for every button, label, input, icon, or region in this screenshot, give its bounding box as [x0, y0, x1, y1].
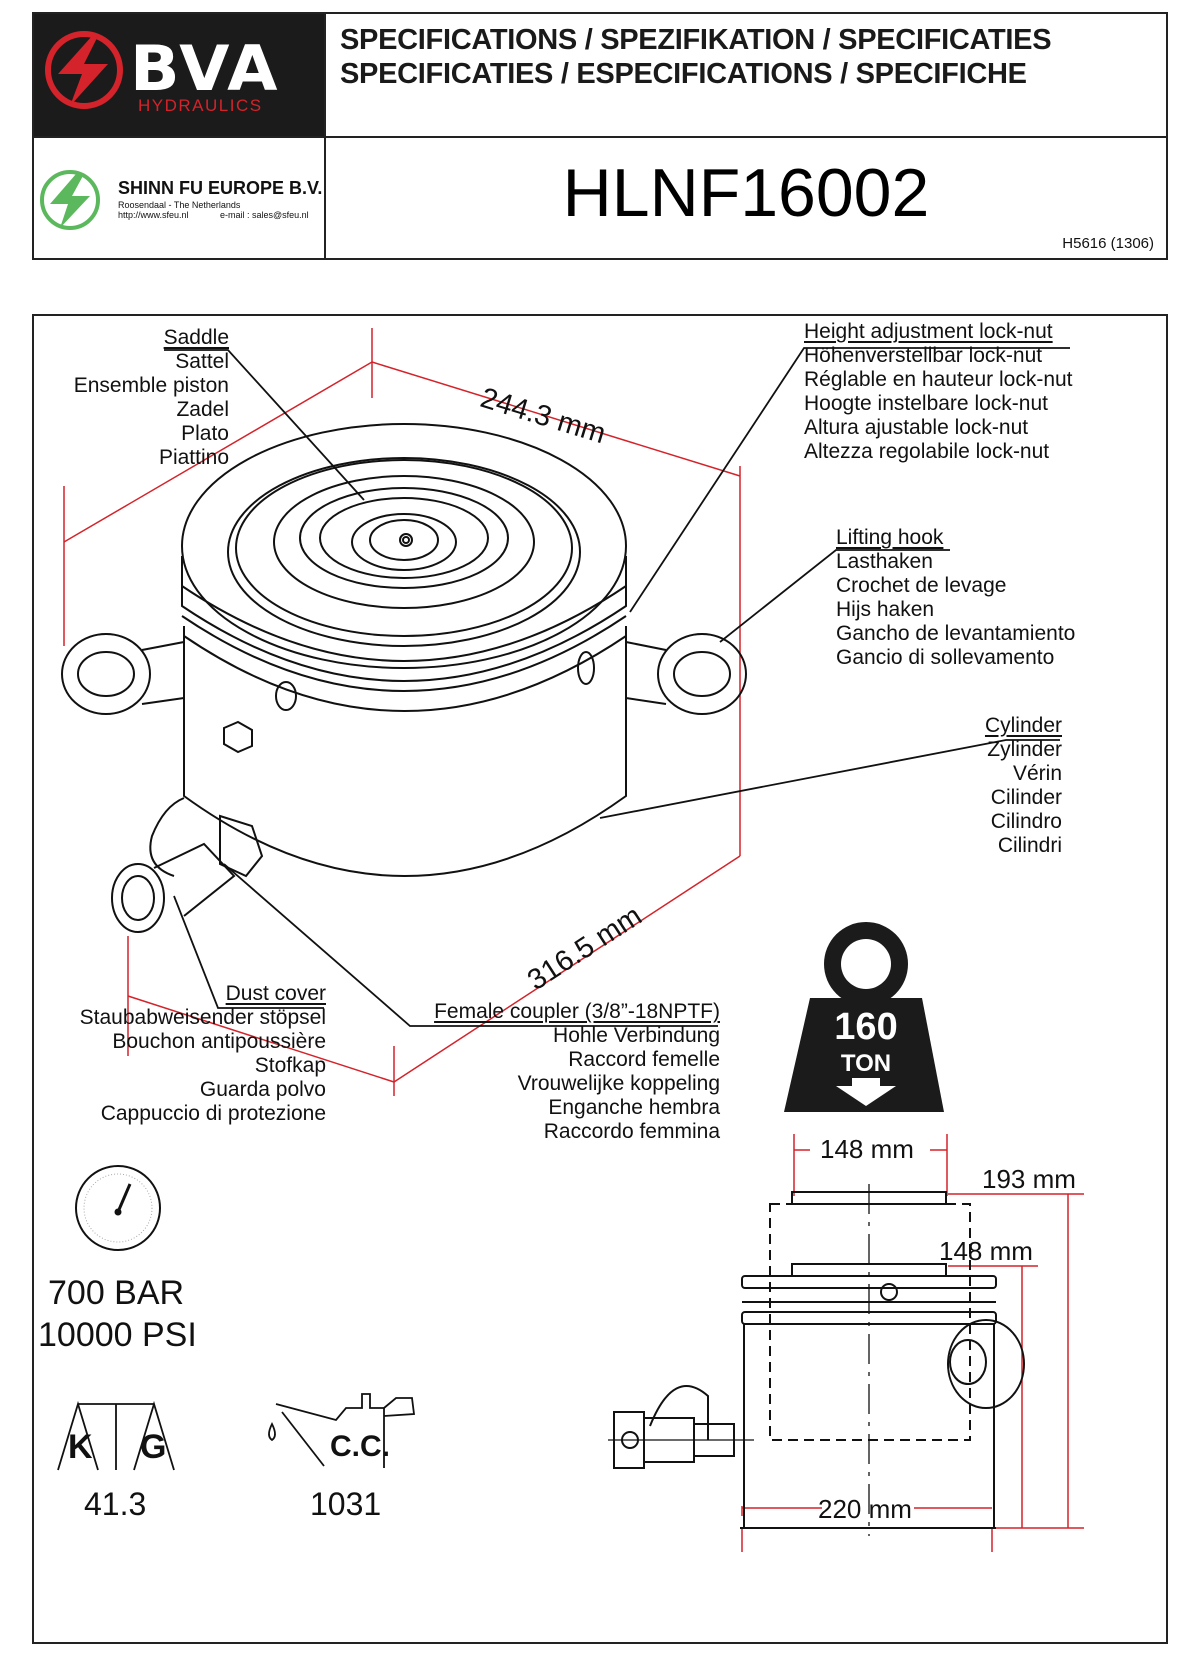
document-code: H5616 (1306)	[1062, 235, 1154, 252]
pressure-gauge-icon	[75, 1165, 161, 1251]
distributor-name: SHINN FU EUROPE B.V.	[118, 178, 323, 198]
jack-isometric-drawing	[61, 423, 747, 933]
technical-drawing	[57, 328, 1084, 1552]
bva-bolt-icon	[45, 31, 123, 109]
dimension-lines	[63, 328, 1084, 1552]
jack-side-view	[608, 1184, 1025, 1536]
bva-logo: BVA HYDRAULICS	[34, 14, 324, 136]
label-cylinder-head: Cylinder	[984, 714, 1062, 737]
label-line: Bouchon antipoussière	[112, 1030, 326, 1053]
label-line: Zylinder	[987, 738, 1062, 761]
label-line: Réglable en hauteur lock-nut	[804, 368, 1073, 391]
weight-kg-icon	[57, 1400, 175, 1471]
label-line: Lasthaken	[836, 550, 933, 573]
label-saddle: Saddle Sattel Ensemble piston Zadel Plat…	[34, 326, 229, 470]
label-line: Sattel	[175, 350, 229, 373]
label-line: Cappuccio di protezione	[100, 1102, 326, 1125]
oil-can-icon	[268, 1393, 416, 1468]
drawing-frame: 244.3 mm 316.5 mm 148 mm 193 mm 148 mm 2…	[32, 314, 1168, 1644]
brand-subtitle: HYDRAULICS	[138, 96, 263, 115]
header: BVA HYDRAULICS SPECIFICATIONS / SPEZIFIK…	[32, 12, 1168, 260]
pressure-psi: 10000 PSI	[38, 1316, 197, 1354]
distributor-location: Roosendaal - The Netherlands	[118, 200, 241, 210]
label-cylinder: Cylinder Zylinder Vérin Cilinder Cilindr…	[934, 714, 1062, 858]
oil-label: C.C.	[330, 1430, 390, 1463]
label-line: Altezza regolabile lock-nut	[804, 440, 1050, 463]
label-line: Plato	[181, 422, 229, 445]
label-lock-nut-head: Height adjustment lock-nut	[804, 320, 1053, 343]
title-cell: SPECIFICATIONS / SPEZIFIKATION / SPECIFI…	[324, 14, 1166, 138]
label-line: Vérin	[1012, 762, 1062, 785]
sfeu-bolt-icon	[40, 170, 100, 230]
label-line: Gancho de levantamiento	[836, 622, 1076, 645]
weight-letter-g: G	[140, 1428, 167, 1466]
model-number: HLNF16002	[562, 155, 930, 231]
label-line: Vrouwelijke koppeling	[517, 1072, 720, 1095]
label-line: Enganche hembra	[548, 1096, 720, 1119]
label-saddle-head: Saddle	[163, 326, 229, 349]
spec-title-line-2: SPECIFICATIES / ESPECIFICATIONS / SPECIF…	[340, 58, 1027, 90]
label-line: Hijs haken	[836, 598, 935, 621]
label-line: Cilindri	[997, 834, 1062, 857]
label-line: Gancio di sollevamento	[836, 646, 1055, 669]
label-line: Staubabweisender stöpsel	[79, 1006, 326, 1029]
pressure-bar: 700 BAR	[48, 1274, 185, 1312]
capacity-value: 160	[834, 1006, 898, 1048]
label-dust-cover: Dust cover Staubabweisender stöpsel Bouc…	[34, 982, 326, 1126]
label-line: Hoogte instelbare lock-nut	[804, 392, 1048, 415]
label-line: Raccord femelle	[568, 1048, 720, 1071]
label-coupler-head: Female coupler (3/8”-18NPTF)	[434, 1000, 720, 1023]
label-line: Cilindro	[990, 810, 1062, 833]
label-dust-cover-head: Dust cover	[225, 982, 326, 1005]
dim-closed-height: 148 mm	[939, 1236, 1033, 1266]
model-cell: HLNF16002 H5616 (1306)	[324, 136, 1166, 258]
capacity-unit: TON	[840, 1050, 892, 1077]
dim-saddle-width: 148 mm	[820, 1134, 914, 1164]
distributor-cell: SHINN FU EUROPE B.V. Roosendaal - The Ne…	[34, 136, 324, 258]
label-lock-nut: Height adjustment lock-nut Höhenverstell…	[804, 320, 1073, 464]
label-line: Stofkap	[254, 1054, 326, 1077]
capacity-weight-icon	[784, 922, 944, 1112]
weight-value: 41.3	[84, 1486, 147, 1522]
label-line: Piattino	[158, 446, 229, 469]
label-line: Hohle Verbindung	[553, 1024, 720, 1047]
label-line: Raccordo femmina	[543, 1120, 720, 1143]
label-line: Zadel	[176, 398, 229, 421]
leader-lines	[164, 347, 1070, 1027]
label-line: Ensemble piston	[73, 374, 229, 397]
label-line: Crochet de levage	[836, 574, 1007, 597]
brand-name: BVA	[130, 32, 280, 105]
label-line: Guarda polvo	[199, 1078, 326, 1101]
oil-capacity: 1031	[310, 1486, 382, 1522]
weight-letter-k: K	[68, 1428, 93, 1466]
label-line: Altura ajustable lock-nut	[804, 416, 1029, 439]
spec-title-line-1: SPECIFICATIONS / SPEZIFIKATION / SPECIFI…	[340, 24, 1052, 56]
label-lifting-hook: Lifting hook Lasthaken Crochet de levage…	[836, 526, 1075, 670]
distributor-website: http://www.sfeu.nl	[118, 210, 189, 220]
label-lifting-hook-head: Lifting hook	[836, 526, 944, 549]
dim-base-width: 220 mm	[818, 1494, 912, 1524]
label-line: Höhenverstellbar lock-nut	[804, 344, 1043, 367]
dim-max-height: 193 mm	[982, 1164, 1076, 1194]
label-line: Cilinder	[990, 786, 1062, 809]
label-coupler: Female coupler (3/8”-18NPTF) Hohle Verbi…	[394, 1000, 720, 1144]
distributor-email: e-mail : sales@sfeu.nl	[220, 210, 309, 220]
